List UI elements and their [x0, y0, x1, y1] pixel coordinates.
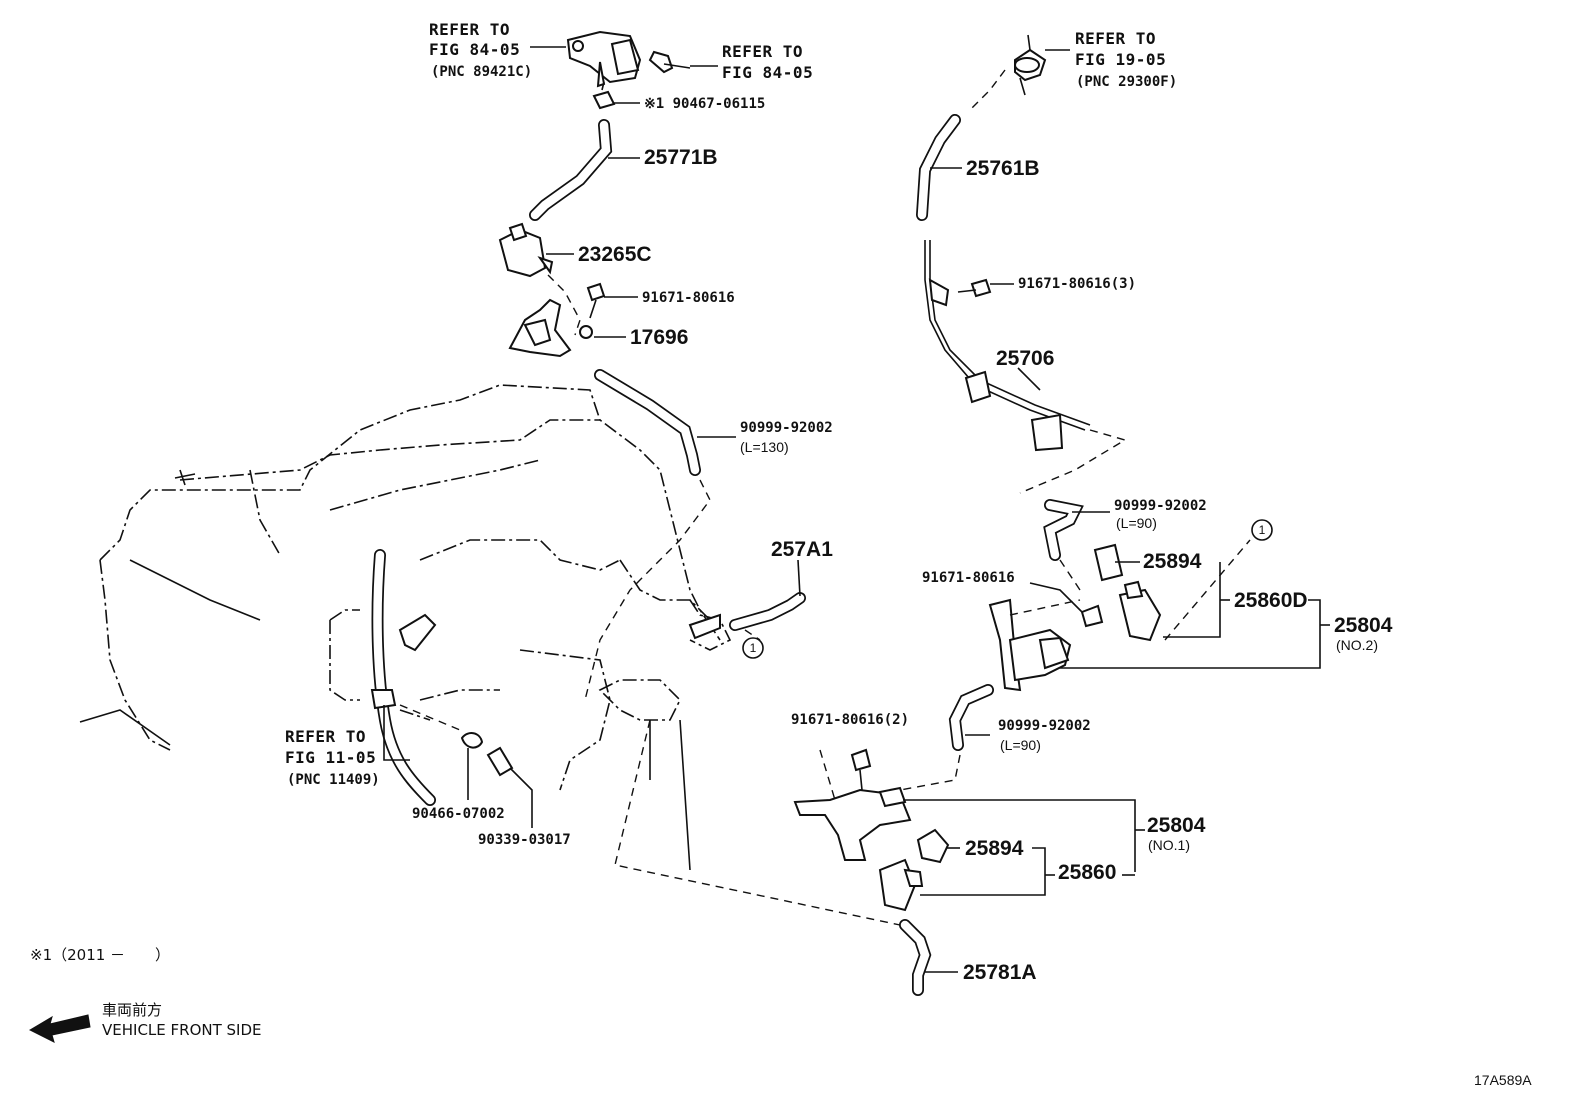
- part-91671-a: 91671-80616: [642, 290, 735, 306]
- hose-90999-l90-upper: [1043, 499, 1084, 591]
- part-90466: 90466-07002: [412, 806, 505, 822]
- front-direction-arrow-icon: [28, 1014, 91, 1043]
- callout-11-05-pnc: (PNC 11409): [287, 772, 380, 788]
- part-90339: 90339-03017: [478, 832, 571, 848]
- reference-circle-1: 1: [742, 637, 764, 659]
- part-25804-no1: 25804: [1147, 814, 1206, 837]
- hose-257a1: [688, 592, 806, 641]
- part-90999-b: 90999-92002: [1114, 498, 1207, 514]
- part-25804-no1-sub: (NO.1): [1148, 837, 1190, 853]
- oil-level-gauge-guide: [370, 549, 514, 806]
- callout-19-05-line1: REFER TO: [1075, 29, 1156, 48]
- part-91671-3: 91671-80616(3): [1018, 276, 1136, 292]
- callout-84-05-a-pnc: (PNC 89421C): [431, 64, 532, 80]
- part-25894-b: 25894: [965, 837, 1024, 860]
- circle-ref-label-a: 1: [750, 641, 757, 655]
- callout-84-05-a-line1: REFER TO: [429, 20, 510, 39]
- hose-25771b: [529, 119, 613, 221]
- part-25771b: 25771B: [644, 146, 718, 169]
- part-25860: 25860: [1058, 861, 1116, 884]
- footnote: ※1（2011 － ）: [30, 946, 170, 964]
- bracket-17696: [508, 282, 606, 358]
- vacuum-sensor-89421c: [566, 30, 691, 110]
- part-257a1: 257A1: [771, 538, 833, 561]
- figure-code: 17A589A: [1474, 1072, 1532, 1088]
- part-90999-c: 90999-92002: [998, 718, 1091, 734]
- callout-84-05-a-line2: FIG 84-05: [429, 40, 520, 59]
- direction-label-en: VEHICLE FRONT SIDE: [102, 1021, 262, 1039]
- circle-ref-label-b: 1: [1259, 523, 1266, 537]
- part-25804-no2: 25804: [1334, 614, 1393, 637]
- part-90999-a: 90999-92002: [740, 420, 833, 436]
- part-23265c: 23265C: [578, 243, 652, 266]
- part-91671-b: 91671-80616: [922, 570, 1015, 586]
- part-17696: 17696: [630, 326, 688, 349]
- pipe-25706: [924, 240, 1127, 494]
- part-25804-no2-sub: (NO.2): [1336, 637, 1378, 653]
- part-25761b: 25761B: [966, 157, 1040, 180]
- callout-19-05-pnc: (PNC 29300F): [1076, 74, 1177, 90]
- vacuum-switching-valve-23265c: [498, 222, 581, 336]
- callout-19-05-line2: FIG 19-05: [1075, 50, 1166, 69]
- hose-25781a: [614, 719, 932, 996]
- part-91671-2: 91671-80616(2): [791, 712, 909, 728]
- part-90999-a-length: (L=130): [740, 439, 789, 455]
- reference-circle-2: 1: [1251, 519, 1273, 541]
- part-25706: 25706: [996, 347, 1054, 370]
- callout-84-05-b-line2: FIG 84-05: [722, 63, 813, 82]
- part-90999-c-length: (L=90): [1000, 737, 1041, 753]
- vsv-assembly-25860d: [988, 539, 1251, 692]
- callout-11-05-line2: FIG 11-05: [285, 748, 376, 767]
- callout-84-05-b-line1: REFER TO: [722, 42, 803, 61]
- part-25781a: 25781A: [963, 961, 1037, 984]
- callout-11-05-line1: REFER TO: [285, 727, 366, 746]
- engine-outline: [79, 384, 732, 871]
- part-90467: ※1 90467-06115: [644, 96, 765, 112]
- hose-25761b: [916, 114, 961, 221]
- vsv-assembly-25860: [793, 748, 950, 912]
- leader-lines: [383, 46, 1330, 973]
- pcv-valve-29300f: [969, 34, 1047, 111]
- direction-label-jp: 車両前方: [102, 1001, 162, 1019]
- hose-90999-l130: [584, 369, 711, 701]
- part-25860d: 25860D: [1234, 589, 1308, 612]
- part-25894-a: 25894: [1143, 550, 1202, 573]
- part-90999-b-length: (L=90): [1116, 515, 1157, 531]
- hose-90999-l90-lower: [899, 684, 994, 791]
